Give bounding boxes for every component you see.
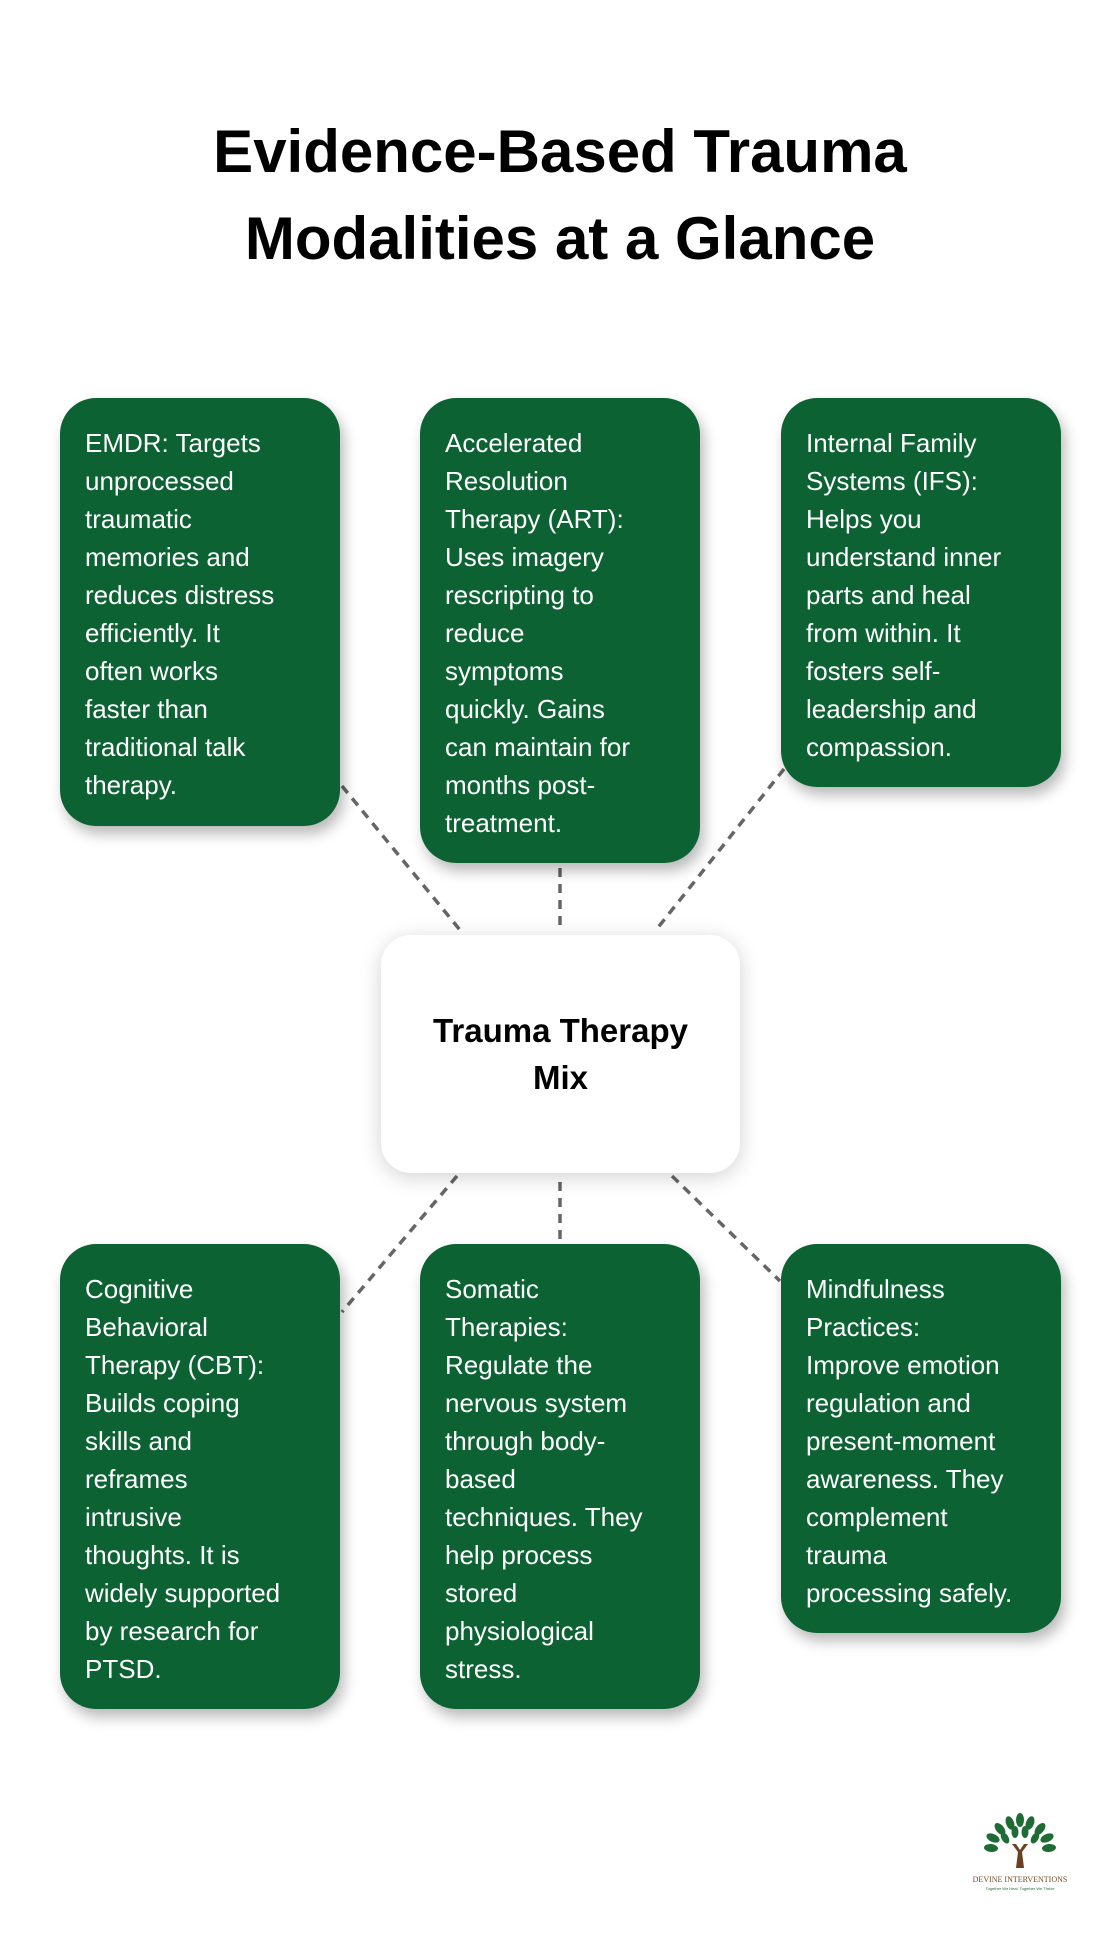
card-text-line: Behavioral	[85, 1312, 208, 1342]
card-text-line: by research for	[85, 1616, 259, 1646]
card-text-line: Cognitive	[85, 1274, 194, 1304]
title-line-1: Evidence-Based Trauma	[213, 118, 907, 185]
card-text-line: Therapy (ART):	[445, 504, 624, 534]
card-text-line: Resolution	[445, 466, 568, 496]
card-text-line: trauma	[806, 1540, 887, 1570]
connector-cbt	[340, 1174, 459, 1314]
card-text-line: reduce	[445, 618, 525, 648]
card-text-line: leadership and	[806, 694, 977, 724]
card-text-line: Builds coping	[85, 1388, 240, 1418]
card-text-line: PTSD.	[85, 1654, 162, 1684]
tree-trunk-icon	[1012, 1844, 1028, 1868]
center-line-1: Trauma Therapy	[433, 1012, 688, 1049]
card-text-line: Practices:	[806, 1312, 921, 1342]
card-text-line: understand inner	[806, 542, 1002, 572]
card-text-line: processing safely.	[806, 1578, 1013, 1608]
card-text-line: help process	[445, 1540, 593, 1570]
card-text-line: quickly. Gains	[445, 694, 605, 724]
card-text-line: treatment.	[445, 808, 563, 838]
card-text-line: therapy.	[85, 770, 178, 800]
center-line-2: Mix	[532, 1059, 588, 1096]
card-text-line: symptoms	[445, 656, 564, 686]
card-text-line: widely supported	[85, 1578, 281, 1608]
tree-leaves-icon	[984, 1813, 1056, 1853]
card-text-line: nervous system	[445, 1388, 628, 1418]
card-text-line: Therapies:	[445, 1312, 568, 1342]
card-text-line: from within. It	[806, 618, 961, 648]
card-text-line: techniques. They	[445, 1502, 643, 1532]
card-text-line: intrusive	[85, 1502, 182, 1532]
card-text-line: Therapy (CBT):	[85, 1350, 265, 1380]
card-text-line: traumatic	[85, 504, 192, 534]
card-text-line: regulation and	[806, 1388, 971, 1418]
card-text-line: traditional talk	[85, 732, 246, 762]
card-text-line: compassion.	[806, 732, 952, 762]
card-text-line: unprocessed	[85, 466, 234, 496]
card-emdr: EMDR: Targets unprocessed traumatic memorie…	[60, 398, 340, 826]
card-text-line: reduces distress	[85, 580, 275, 610]
card-text-line: memories and	[85, 542, 250, 572]
page-title: Evidence-Based Trauma Modalities at a Gl…	[0, 108, 1120, 282]
card-text-line: rescripting to	[445, 580, 594, 610]
card-text-line: physiological	[445, 1616, 594, 1646]
card-text-line: months post-	[445, 770, 596, 800]
card-text-line: Helps you	[806, 504, 922, 534]
card-text-line: thoughts. It is	[85, 1540, 240, 1570]
card-text-line: can maintain for	[445, 732, 630, 762]
card-text-line: stored	[445, 1578, 518, 1608]
card-text-line: faster than	[85, 694, 208, 724]
card-text-line: complement	[806, 1502, 948, 1532]
card-text-line: Uses imagery	[445, 542, 604, 572]
logo-tagline: Together We Heal, Together We Thrive	[986, 1886, 1056, 1891]
card-text-line: efficiently. It	[85, 618, 220, 648]
card-text-line: often works	[85, 656, 218, 686]
card-text-line: fosters self-	[806, 656, 941, 686]
card-text-line: Regulate the	[445, 1350, 593, 1380]
title-line-2: Modalities at a Glance	[244, 205, 876, 272]
connector-ifs	[654, 767, 786, 932]
card-text-line: Internal Family	[806, 428, 977, 458]
card-text-line: present-moment	[806, 1426, 996, 1456]
card-text-line: Accelerated	[445, 428, 583, 458]
card-text-line: parts and heal	[806, 580, 971, 610]
card-text-line: reframes	[85, 1464, 188, 1494]
center-node: Trauma Therapy Mix	[381, 935, 740, 1173]
logo-name: DEVINE INTERVENTIONS	[973, 1875, 1068, 1884]
card-text-line: Systems (IFS):	[806, 466, 978, 496]
card-text-line: Mindfulness	[806, 1274, 945, 1304]
card-text-line: awareness. They	[806, 1464, 1004, 1494]
card-text-line: Improve emotion	[806, 1350, 1000, 1380]
card-text-line: stress.	[445, 1654, 522, 1684]
card-text-line: based	[445, 1464, 516, 1494]
card-text-line: through body-	[445, 1426, 606, 1456]
card-text-line: skills and	[85, 1426, 192, 1456]
card-text-line: Somatic	[445, 1274, 539, 1304]
card-text-line: EMDR: Targets	[85, 428, 261, 458]
logo: DEVINE INTERVENTIONS Together We Heal, T…	[973, 1813, 1068, 1891]
